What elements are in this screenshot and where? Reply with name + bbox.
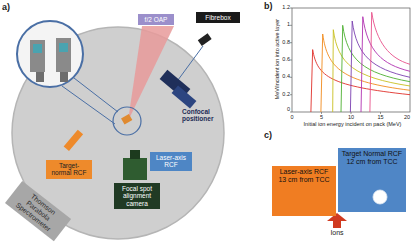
camera-box: Focal spot alignment camera (114, 183, 160, 209)
part-label: Confocal positioner (182, 108, 226, 123)
node-text: Laser-axis RCF 13 cm from TCC (275, 168, 333, 184)
tick-label: 1.2 (278, 4, 290, 10)
rcf-box: Laser-axis RCF (150, 152, 192, 171)
node-text: Target-normal RCF (49, 162, 89, 177)
tick-label: 0 (278, 106, 290, 112)
node-text: Fibrebox (199, 14, 237, 21)
tick-label: 0 (286, 114, 298, 120)
rcf-stack-box: Target Normal RCF 12 cm from TCC (338, 148, 406, 212)
panel-letter: c) (264, 130, 272, 140)
panel-letter: b) (264, 1, 273, 11)
tick-label: 15 (375, 114, 387, 120)
panel-letter: a) (2, 2, 10, 12)
tick-label: 10 (345, 114, 357, 120)
node-text: f/2 OAP (141, 16, 171, 23)
mirror-box: f/2 OAP (138, 14, 174, 25)
tick-label: 20 (401, 114, 413, 120)
rcf-box: Target-normal RCF (46, 160, 92, 179)
tick-label: 5 (316, 114, 328, 120)
particle-label: Ions (322, 229, 352, 237)
node-text: Laser-axis RCF (153, 154, 189, 169)
node-text: Focal spot alignment camera (117, 185, 157, 207)
axis-title: MeV/incident ion into active layer (274, 9, 280, 109)
fibrebox-box: Fibrebox (196, 12, 240, 23)
axis-title: Initial ion energy incident on pack (MeV… (290, 121, 415, 127)
rcf-stack-box: Laser-axis RCF 13 cm from TCC (272, 166, 336, 216)
node-text: Target Normal RCF 12 cm from TCC (341, 150, 403, 166)
